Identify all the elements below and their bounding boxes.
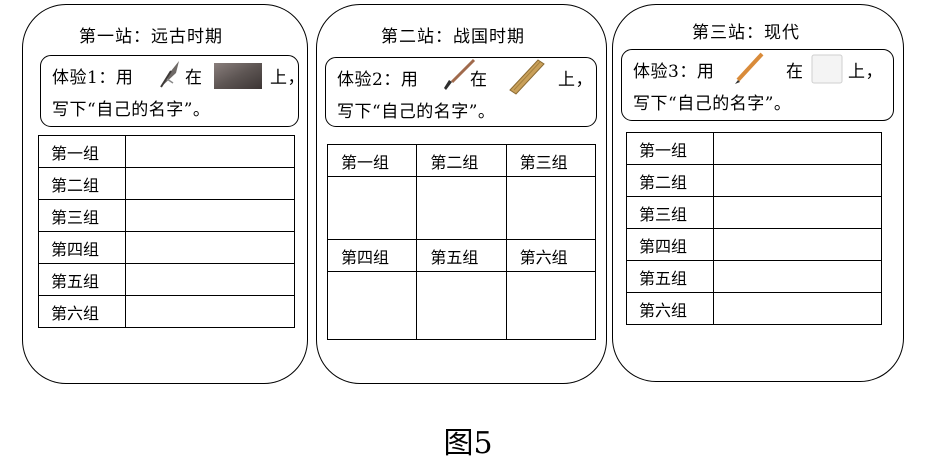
group-label: 第三组	[626, 196, 714, 229]
task-prefix: 体验2：用	[337, 70, 419, 90]
task-line-1: 体验2：用	[337, 65, 418, 90]
name-cell	[713, 292, 882, 325]
group-table: 第一组第二组第三组第四组第五组第六组	[38, 135, 295, 328]
figure-caption: 图5	[443, 426, 493, 461]
task-line-2: 写下“自己的名字”。	[52, 100, 211, 120]
group-label: 第一组	[38, 135, 126, 168]
name-cell	[416, 271, 507, 340]
table-row: 第四组	[38, 231, 295, 264]
table-row: 第六组	[38, 295, 295, 328]
table-row: 第一组	[626, 132, 882, 165]
task-mid: 在	[786, 62, 804, 82]
name-cell	[125, 167, 295, 200]
task-mid: 在	[470, 70, 488, 90]
station-title: 第一站：远古时期	[79, 27, 223, 47]
name-cell	[125, 231, 295, 264]
group-table: 第一组第二组第三组第四组第五组第六组	[626, 132, 882, 325]
task-line-1: 体验3：用	[633, 57, 714, 82]
group-label: 第二组	[38, 167, 126, 200]
task-end: 上，	[848, 62, 883, 82]
name-cell	[505, 176, 597, 240]
group-label: 第三组	[505, 144, 597, 177]
calligraphy-brush-icon	[444, 58, 476, 90]
group-label: 第五组	[416, 239, 507, 272]
pencil-icon	[735, 52, 764, 84]
station-title: 第三站：现代	[692, 23, 800, 43]
table-row: 第二组	[38, 167, 295, 200]
group-label: 第五组	[626, 260, 714, 293]
task-box: 体验1：用 在 上， 写下“自己的名字”。	[40, 55, 305, 127]
table-row: 第一组	[38, 135, 295, 168]
name-cell	[326, 176, 418, 240]
name-cell	[416, 176, 507, 240]
group-label: 第六组	[38, 295, 126, 328]
task-end: 上，	[558, 70, 593, 90]
table-row: 第二组	[626, 164, 882, 197]
name-cell	[326, 271, 418, 340]
task-end: 上，	[270, 68, 305, 88]
name-cell	[125, 199, 295, 232]
table-row: 第三组	[38, 199, 295, 232]
name-cell	[125, 295, 295, 328]
task-prefix: 体验1：用	[52, 68, 134, 88]
table-row: 第五组	[38, 263, 295, 296]
group-label: 第一组	[326, 144, 418, 177]
group-header-row: 第一组第二组第三组	[326, 144, 597, 177]
name-cell	[713, 196, 882, 229]
station-card-1: 第一站：远古时期 体验1：用 在 上， 写下“自己的名字”。 第一组第二组第三组…	[22, 4, 308, 384]
task-prefix: 体验3：用	[633, 62, 715, 82]
name-cell	[713, 164, 882, 197]
station-card-2: 第二站：战国时期 体验2：用 在 上， 写下“自己的名字”。 第一组第二组第三组…	[316, 4, 607, 384]
name-cell	[713, 228, 882, 261]
station-card-3: 第三站：现代 体验3：用 在 上， 写下“自己的名字”。 第一组第二组第三组第四…	[612, 4, 904, 382]
group-header-row: 第四组第五组第六组	[326, 239, 597, 272]
name-cell	[125, 263, 295, 296]
group-label: 第四组	[326, 239, 418, 272]
name-cell	[505, 271, 597, 340]
writing-row	[326, 176, 597, 240]
group-label: 第五组	[38, 263, 126, 296]
table-row: 第四组	[626, 228, 882, 261]
group-label: 第二组	[626, 164, 714, 197]
group-label: 第一组	[626, 132, 714, 165]
group-label: 第三组	[38, 199, 126, 232]
task-box: 体验2：用 在 上， 写下“自己的名字”。	[325, 57, 597, 127]
group-grid: 第一组第二组第三组第四组第五组第六组	[326, 144, 597, 340]
group-label: 第四组	[626, 228, 714, 261]
group-label: 第六组	[626, 292, 714, 325]
name-cell	[713, 132, 882, 165]
task-box: 体验3：用 在 上， 写下“自己的名字”。	[621, 49, 894, 121]
name-cell	[125, 135, 295, 168]
task-line-2: 写下“自己的名字”。	[633, 94, 792, 114]
paper-sheet-icon	[811, 54, 843, 84]
station-title: 第二站：战国时期	[381, 27, 525, 47]
group-label: 第二组	[416, 144, 507, 177]
task-mid: 在	[185, 68, 203, 88]
stone-knife-icon	[160, 61, 179, 88]
dark-stone-slab-icon	[214, 63, 262, 89]
name-cell	[713, 260, 882, 293]
task-line-2: 写下“自己的名字”。	[337, 102, 496, 122]
table-row: 第六组	[626, 292, 882, 325]
group-label: 第六组	[505, 239, 597, 272]
table-row: 第三组	[626, 196, 882, 229]
table-row: 第五组	[626, 260, 882, 293]
bamboo-slip-icon	[509, 59, 545, 95]
group-label: 第四组	[38, 231, 126, 264]
writing-row	[326, 271, 597, 340]
task-line-1: 体验1：用	[52, 63, 133, 88]
